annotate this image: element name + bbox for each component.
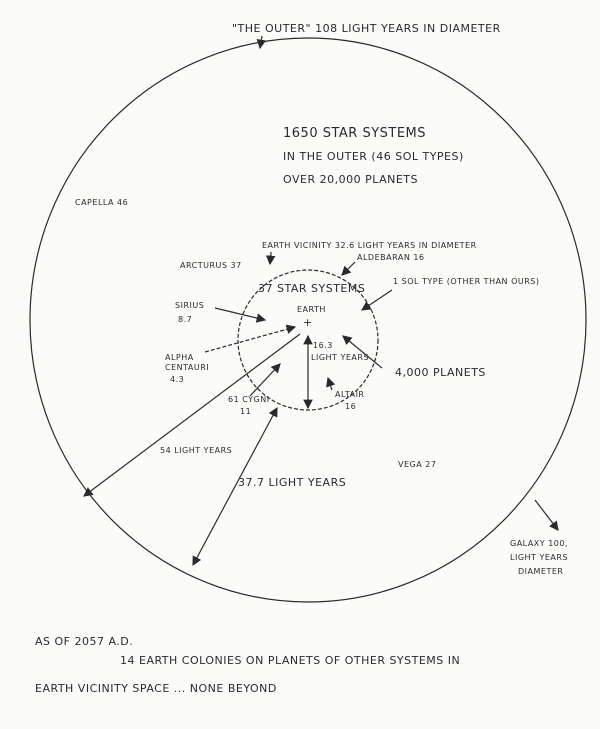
distance-54: 54 LIGHT YEARS xyxy=(160,446,232,455)
outer-sol-types: IN THE OUTER (46 SOL TYPES) xyxy=(283,150,464,163)
footer-line-3: EARTH VICINITY SPACE ... NONE BEYOND xyxy=(35,682,277,695)
outer-title: "THE OUTER" 108 LIGHT YEARS IN DIAMETER xyxy=(232,22,501,35)
outer-circle xyxy=(29,37,587,603)
star-alpha-dist: 4.3 xyxy=(170,375,184,384)
galaxy-line-1: GALAXY 100, xyxy=(510,539,568,548)
star-arcturus: ARCTURUS 37 xyxy=(180,261,242,270)
galaxy-line-2: LIGHT YEARS xyxy=(510,553,568,562)
footer-line-1: AS OF 2057 A.D. xyxy=(35,635,133,648)
earth-marker: + xyxy=(303,316,313,329)
earth-vicinity-circle xyxy=(237,269,379,411)
star-sirius-name: SIRIUS xyxy=(175,301,204,310)
star-alpha-name-2: CENTAURI xyxy=(165,363,209,372)
star-aldebaran: ALDEBARAN 16 xyxy=(357,253,425,262)
vicinity-radius-2: LIGHT YEARS xyxy=(311,353,369,362)
earth-label: EARTH xyxy=(297,305,326,314)
star-altair-name: ALTAIR xyxy=(335,390,364,399)
outer-planets: OVER 20,000 PLANETS xyxy=(283,173,418,186)
star-cygni-dist: 11 xyxy=(240,407,251,416)
title-arrow xyxy=(256,35,267,50)
outer-star-systems: 1650 STAR SYSTEMS xyxy=(283,126,426,141)
arrows xyxy=(83,251,559,567)
star-capella: CAPELLA 46 xyxy=(75,198,128,207)
star-altair-dist: 16 xyxy=(345,402,356,411)
star-vega: VEGA 27 xyxy=(398,460,436,469)
vicinity-radius-1: 16.3 xyxy=(313,341,333,350)
star-alpha-name-1: ALPHA xyxy=(165,353,194,362)
vicinity-sol-type: 1 SOL TYPE (OTHER THAN OURS) xyxy=(393,277,540,286)
vicinity-star-systems: 37 STAR SYSTEMS xyxy=(258,282,365,295)
footer-line-2: 14 EARTH COLONIES ON PLANETS OF OTHER SY… xyxy=(120,654,460,667)
star-cygni-name: 61 CYGNI xyxy=(228,395,270,404)
vicinity-planets: 4,000 PLANETS xyxy=(395,366,486,379)
distance-37: 37.7 LIGHT YEARS xyxy=(238,476,346,489)
galaxy-line-3: DIAMETER xyxy=(518,567,563,576)
star-sirius-dist: 8.7 xyxy=(178,315,192,324)
vicinity-title: EARTH VICINITY 32.6 LIGHT YEARS IN DIAME… xyxy=(262,241,477,250)
